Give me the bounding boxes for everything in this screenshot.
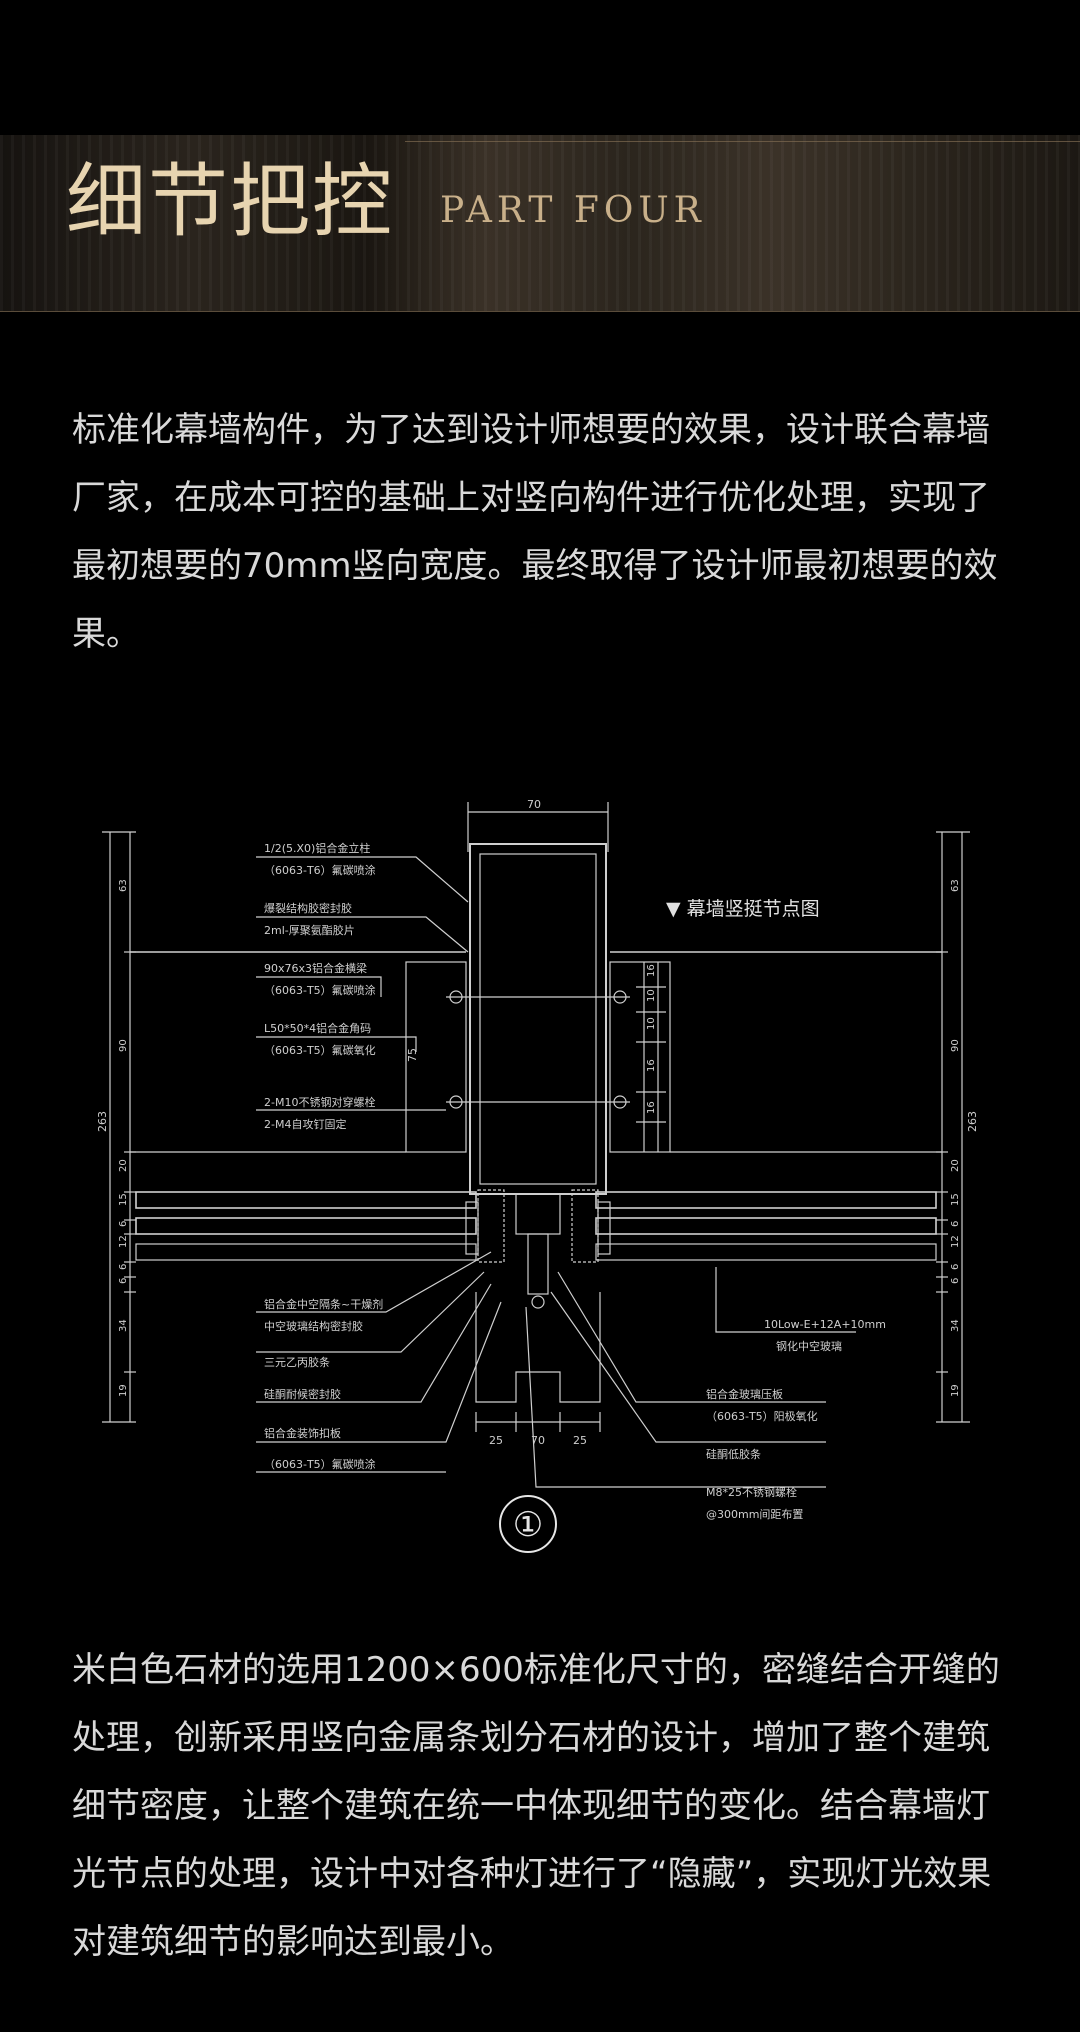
curtain-wall-detail-drawing: 70 25 70 25 263 263 75 1/2(5.X0)铝合金立柱 （6… [96,772,996,1572]
label-left-2: （6063-T6）氟碳喷涂 [264,863,376,877]
drawing-caption: ▼ 幕墙竖挺节点图 [666,898,820,920]
section-subtitle: PART FOUR [440,190,706,231]
label-left-10: 2-M4自攻钉固定 [264,1117,346,1131]
dim-right-segment: 63 [950,879,961,892]
dim-left-segment: 34 [118,1319,129,1332]
dim-right-segment: 12 [950,1235,961,1248]
intro-paragraph: 标准化幕墙构件，为了达到设计师想要的效果，设计联合幕墙厂家，在成本可控的基础上对… [72,410,998,654]
dim-right-segment: 34 [950,1319,961,1332]
dim-right-segment: 20 [950,1159,961,1172]
label-bottom-left-4: 硅酮耐候密封胶 [264,1387,341,1401]
dim-left-segment: 15 [118,1193,129,1206]
detail-paragraph: 米白色石材的选用1200×600标准化尺寸的，密缝结合开缝的处理，创新采用竖向金… [72,1650,1000,1962]
label-left-3: 爆裂结构胶密封胶 [264,901,352,915]
dim-left-segment: 6 [118,1221,129,1227]
dim-top-width: 70 [527,798,541,811]
label-bottom-left-2: 中空玻璃结构密封胶 [264,1319,363,1333]
label-bottom-left-6: （6063-T5）氟碳喷涂 [264,1457,376,1471]
dim-right-segment: 6 [950,1221,961,1227]
dim-left-total: 263 [96,1111,109,1132]
cad-drawing: 70 25 70 25 263 263 75 1/2(5.X0)铝合金立柱 （6… [96,798,979,1553]
dim-bolt-segment: 16 [646,1101,657,1114]
dim-right-segment: 6 [950,1264,961,1270]
dim-bolt-segment: 10 [646,1017,657,1030]
label-right-2: （6063-T5）阳极氧化 [706,1409,818,1423]
label-left-9: 2-M10不锈钢对穿螺栓 [264,1095,375,1109]
dim-bottom-right: 25 [573,1434,587,1447]
dim-left-segment: 19 [118,1384,129,1397]
label-left-7: L50*50*4铝合金角码 [264,1021,371,1035]
dim-mid-height: 75 [406,1048,419,1062]
dim-left-segment: 6 [118,1278,129,1284]
dim-right-total: 263 [966,1111,979,1132]
label-right-1: 铝合金玻璃压板 [706,1387,783,1401]
dim-right-segment: 19 [950,1384,961,1397]
dim-left-segment: 12 [118,1235,129,1248]
dim-right-segment: 15 [950,1193,961,1206]
label-bottom-left-3: 三元乙丙胶条 [264,1355,330,1369]
dim-left-segment: 63 [118,879,129,892]
banner-divider [405,141,1080,142]
dim-bolt-segment: 10 [646,989,657,1002]
label-left-4: 2ml-厚聚氨酯胶片 [264,923,355,937]
label-right-4: M8*25不锈钢螺栓 [706,1485,797,1499]
label-left-8: （6063-T5）氟碳氧化 [264,1043,376,1057]
dim-bottom-mid: 70 [531,1434,545,1447]
label-left-5: 90x76x3铝合金横梁 [264,961,367,975]
label-right-7: 钢化中空玻璃 [776,1339,842,1353]
dim-left-segment: 20 [118,1159,129,1172]
label-bottom-left-1: 铝合金中空隔条~干燥剂 [264,1297,383,1311]
dim-bolt-segment: 16 [646,964,657,977]
label-bottom-left-5: 铝合金装饰扣板 [264,1426,341,1440]
dim-right-segment: 90 [950,1039,961,1052]
dim-bolt-segment: 16 [646,1059,657,1072]
dim-bottom-left: 25 [489,1434,503,1447]
header-banner [0,135,1080,312]
dim-left-segment: 6 [118,1264,129,1270]
label-right-3: 硅酮低胶条 [706,1447,761,1461]
label-left-1: 1/2(5.X0)铝合金立柱 [264,841,370,855]
dim-right-segment: 6 [950,1278,961,1284]
label-right-5: @300mm间距布置 [706,1508,803,1521]
label-left-6: （6063-T5）氟碳喷涂 [264,983,376,997]
section-title: 细节把控 [66,155,394,248]
dim-left-segment: 90 [118,1039,129,1052]
detail-number: ① [513,1505,543,1545]
detail-marker [499,1495,557,1553]
label-right-6: 10Low-E+12A+10mm [764,1318,886,1331]
